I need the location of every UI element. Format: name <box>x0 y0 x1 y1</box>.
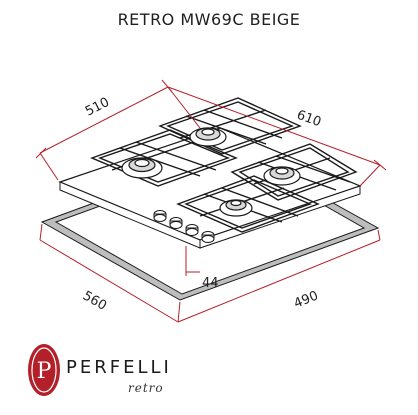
knob-1 <box>153 210 167 222</box>
dimension-560: 560 <box>80 288 109 313</box>
logo-emblem-icon <box>28 344 60 396</box>
burner-right <box>263 166 301 186</box>
burner-rear-center <box>189 127 227 147</box>
burner-rear-left <box>121 157 163 179</box>
page-title: RETRO MW69C BEIGE <box>117 10 301 29</box>
logo-letter: P <box>37 359 52 384</box>
brand-line: retro <box>128 381 164 395</box>
brand-name: PERFELLI <box>66 357 172 378</box>
dimension-490: 490 <box>292 289 321 312</box>
control-knobs <box>153 210 215 243</box>
burners <box>121 127 301 217</box>
burner-front-center <box>219 199 253 217</box>
knob-3 <box>185 224 199 236</box>
dimension-lines <box>35 79 387 323</box>
knob-2 <box>169 217 183 229</box>
knob-4 <box>201 231 215 243</box>
brand-logo: P PERFELLI retro <box>28 344 172 396</box>
dimension-44: 44 <box>202 276 219 291</box>
dimension-510: 510 <box>83 95 112 120</box>
